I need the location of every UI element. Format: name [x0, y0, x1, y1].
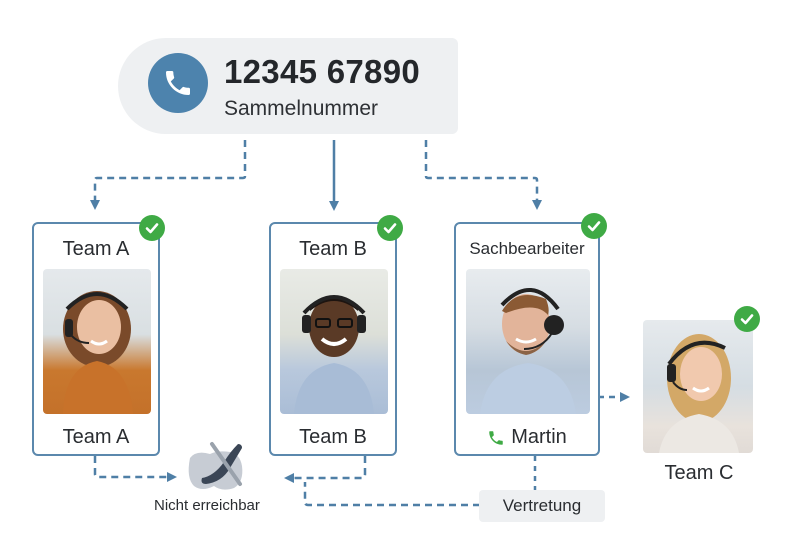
card-title: Team A — [62, 238, 130, 260]
status-check-icon — [139, 215, 165, 241]
phone-icon — [487, 429, 505, 447]
phone-off-icon — [184, 438, 248, 492]
status-check-icon — [377, 215, 403, 241]
phone-icon — [148, 53, 208, 113]
team-card-a[interactable]: Team A Team A — [32, 222, 160, 456]
agent-name: Martin — [511, 426, 567, 448]
substitute-tag: Vertretung — [479, 490, 605, 522]
card-title: Team B — [299, 238, 367, 260]
card-footer: Martin — [456, 426, 598, 449]
agent-photo — [43, 269, 151, 414]
unreachable-label: Nicht erreichbar — [154, 497, 260, 514]
team-c-photo[interactable] — [643, 320, 753, 453]
agent-photo — [466, 269, 590, 414]
card-title: Sachbearbeiter — [469, 239, 585, 258]
team-card-b[interactable]: Team B Team B — [269, 222, 397, 456]
agent-photo — [280, 269, 388, 414]
status-check-icon — [581, 213, 607, 239]
card-footer: Team B — [299, 426, 367, 448]
phone-number: 12345 67890 — [224, 53, 420, 90]
team-card-sachbearbeiter[interactable]: Sachbearbeiter Martin — [454, 222, 600, 456]
team-c-label: Team C — [664, 462, 734, 484]
substitute-label: Vertretung — [502, 496, 582, 515]
status-check-icon — [734, 306, 760, 332]
card-footer: Team A — [62, 426, 130, 448]
header-subtitle: Sammelnummer — [224, 97, 379, 120]
